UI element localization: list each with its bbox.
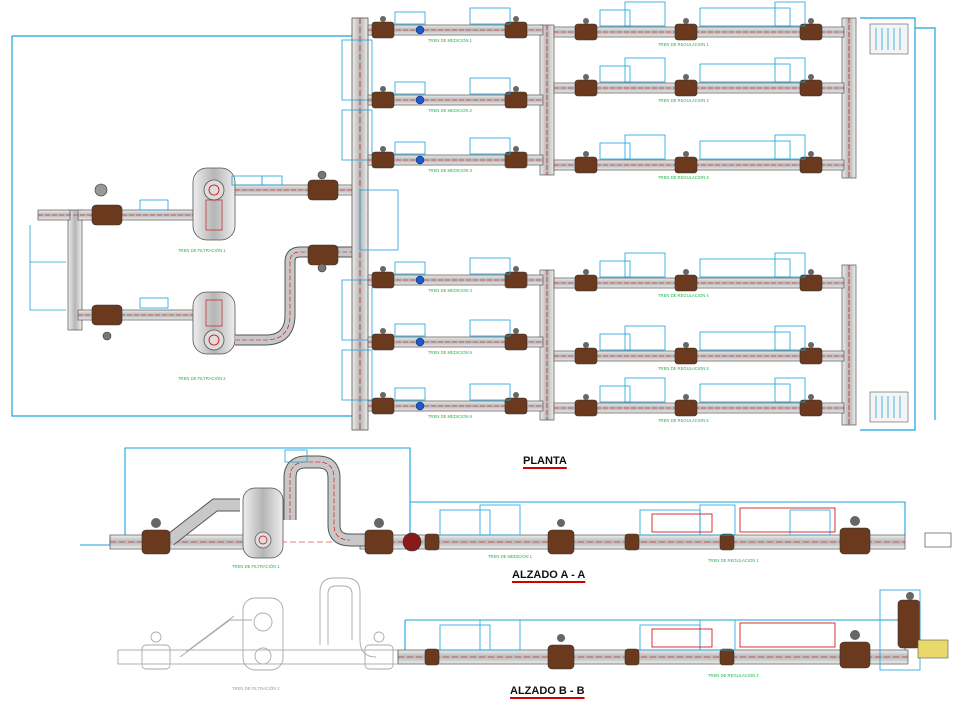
medicion-label-6: TREN DE MEDICION 6 — [428, 414, 473, 419]
regulacion-label-4: TREN DE REGULACION 4 — [658, 293, 709, 298]
elev-a-regulacion-label: TREN DE REGULACION 1 — [708, 558, 759, 563]
elevation-a-title: ALZADO A - A — [512, 569, 586, 581]
elev-a-filtration-label: TREN DE FILTRACIÓN 1 — [232, 564, 280, 569]
regulacion-label-1: TREN DE REGULACION 1 — [658, 42, 709, 47]
elev-b-regulacion-label: TREN DE REGULACION 2 — [708, 673, 759, 678]
train-5: TREN DE MEDICION 5 TREN DE REGULACION 5 — [367, 319, 845, 371]
regulacion-label-6: TREN DE REGULACION 6 — [658, 418, 709, 423]
plan-view-title: PLANTA — [523, 455, 567, 467]
regulacion-label-2: TREN DE REGULACION 2 — [658, 98, 709, 103]
medicion-label-1: TREN DE MEDICION 1 — [428, 38, 473, 43]
medicion-label-5: TREN DE MEDICION 5 — [428, 350, 473, 355]
train-6: TREN DE MEDICION 6 TREN DE REGULACION 6 — [367, 377, 845, 423]
medicion-label-4: TREN DE MEDICION 4 — [428, 288, 473, 293]
collector-headers — [539, 17, 909, 426]
filtration-section: TREN DE FILTRACIÓN 1 TREN DE FILTRACIÓN … — [29, 167, 356, 381]
train-3: TREN DE MEDICION 3 TREN DE REGULACION 3 — [367, 134, 845, 180]
main-header — [341, 17, 399, 431]
filter-vessel-1 — [192, 167, 236, 241]
medicion-label-3: TREN DE MEDICION 3 — [428, 168, 473, 173]
elevation-b: TREN DE FILTRACIÓN 2 TREN DE REGULACION … — [117, 577, 949, 691]
regulacion-label-5: TREN DE REGULACION 5 — [658, 366, 709, 371]
plan-instrument-boundary — [11, 17, 936, 431]
elevation-b-title: ALZADO B - B — [510, 685, 585, 697]
filtration-valves — [91, 170, 339, 341]
train-2: TREN DE MEDICION 2 TREN DE REGULACION 2 — [367, 57, 845, 113]
train-4: TREN DE MEDICION 4 TREN DE REGULACION 4 — [367, 252, 845, 298]
filter-vessel-2 — [192, 291, 236, 355]
filtration-2-label: TREN DE FILTRACIÓN 2 — [178, 376, 226, 381]
medicion-label-2: TREN DE MEDICION 2 — [428, 108, 473, 113]
elev-b-filtration-label: TREN DE FILTRACIÓN 2 — [232, 686, 280, 691]
train-1: TREN DE MEDICION 1 TREN DE REGULACION 1 — [367, 1, 845, 47]
elev-a-medicion-label: TREN DE MEDICION 1 — [488, 554, 533, 559]
elevation-a: TREN DE FILTRACIÓN 1 TREN DE MEDICION 1 … — [80, 447, 952, 569]
regulacion-label-3: TREN DE REGULACION 3 — [658, 175, 709, 180]
filtration-1-label: TREN DE FILTRACIÓN 1 — [178, 248, 226, 253]
